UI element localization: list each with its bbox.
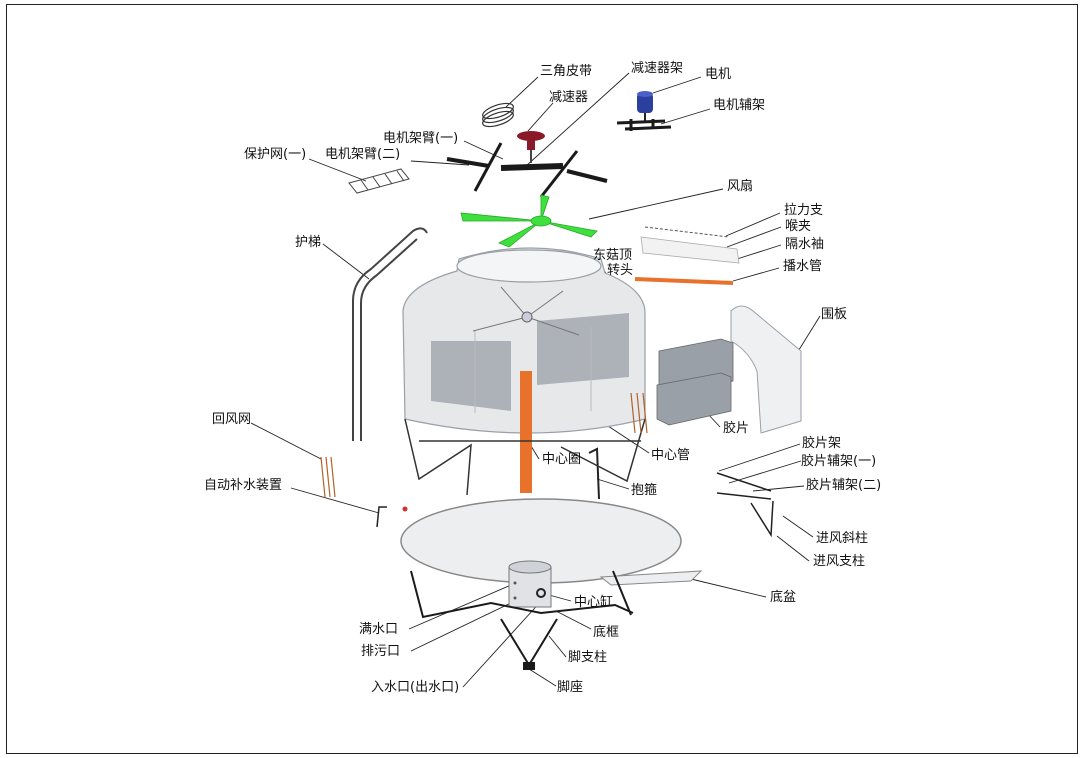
- guard-net-part: [348, 168, 410, 194]
- cooling-tower-exploded-diagram: 三角皮带 减速器架 电机 减速器 电机辅架 电机架臂(一) 保护网(一) 电机架…: [204, 61, 881, 695]
- label-throat-clamp: 喉夹: [785, 219, 811, 234]
- label-ladder: 护梯: [295, 235, 321, 250]
- label-hoop: 抱箍: [631, 482, 657, 498]
- label-motor-arm-2: 电机架臂(二): [325, 147, 400, 162]
- motor-arm-frame-part: [446, 142, 608, 198]
- label-center-tank: 中心缸: [574, 594, 613, 610]
- base-basin-part: [400, 498, 703, 586]
- motor-aux-frame-part: [616, 119, 672, 131]
- label-tension-brace: 拉力支: [784, 203, 823, 218]
- label-water-barrier: 隔水袖: [785, 237, 824, 252]
- label-auto-makeup: 自动补水装置: [204, 478, 282, 493]
- labels: 三角皮带 减速器架 电机 减速器 电机辅架 电机架臂(一) 保护网(一) 电机架…: [204, 61, 881, 695]
- reducer-part: [517, 131, 545, 163]
- label-fan: 风扇: [727, 178, 753, 194]
- label-reducer: 减速器: [549, 90, 588, 105]
- center-tank-part: [508, 560, 552, 608]
- hoop-part: [588, 447, 600, 500]
- label-overflow: 满水口: [359, 622, 398, 637]
- label-reducer-frame: 减速器架: [631, 61, 683, 76]
- auto-makeup-part: [376, 506, 408, 528]
- label-center-pipe: 中心管: [651, 448, 690, 463]
- motor-part: [637, 91, 653, 121]
- fill-block-part: [656, 338, 734, 426]
- label-return-air-net: 回风网: [212, 412, 251, 427]
- label-drain: 排污口: [361, 644, 400, 659]
- fill-frame-part: [716, 472, 774, 538]
- ladder-part: [352, 227, 428, 441]
- label-water-inlet-outlet: 入水口(出水口): [371, 680, 459, 695]
- tower-body-part: [402, 247, 646, 434]
- label-fill-aux-frame-1: 胶片辅架(一): [801, 453, 876, 469]
- shroud-part: [730, 305, 802, 434]
- center-pipe-part: [520, 371, 532, 493]
- inlet-column-frame: [404, 418, 646, 496]
- label-inlet-column: 进风支柱: [813, 554, 865, 569]
- diagram-frame: 三角皮带 减速器架 电机 减速器 电机辅架 电机架臂(一) 保护网(一) 电机架…: [6, 4, 1078, 754]
- label-fill: 胶片: [723, 420, 749, 436]
- label-base-frame: 底框: [593, 624, 619, 640]
- label-leg-column: 脚支柱: [568, 649, 607, 665]
- label-shroud: 围板: [821, 307, 847, 322]
- label-triangle-belt: 三角皮带: [540, 64, 592, 79]
- fan-part: [460, 194, 598, 248]
- base-frame-legs: [410, 570, 634, 670]
- label-motor-arm-1: 电机架臂(一): [383, 131, 458, 146]
- label-rotor-head: 转头: [607, 263, 633, 278]
- label-inlet-slant-column: 进风斜柱: [816, 531, 868, 546]
- label-spray-pipe: 播水管: [783, 259, 822, 274]
- label-foot-base: 脚座: [557, 679, 583, 695]
- label-mushroom-top: 东菇顶: [593, 248, 632, 263]
- label-motor: 电机: [705, 67, 731, 82]
- spray-components: [634, 226, 740, 285]
- label-motor-aux-frame: 电机辅架: [713, 98, 765, 113]
- label-fill-aux-frame-2: 胶片辅架(二): [806, 477, 881, 493]
- leader-lines: [250, 72, 821, 688]
- label-base-basin: 底盆: [770, 589, 796, 605]
- triangle-belt-part: [482, 102, 514, 128]
- label-center-ring: 中心圈: [542, 452, 581, 467]
- label-guard-net-1: 保护网(一): [244, 147, 306, 162]
- return-air-net-part: [320, 392, 648, 498]
- label-fill-frame: 胶片架: [802, 435, 841, 451]
